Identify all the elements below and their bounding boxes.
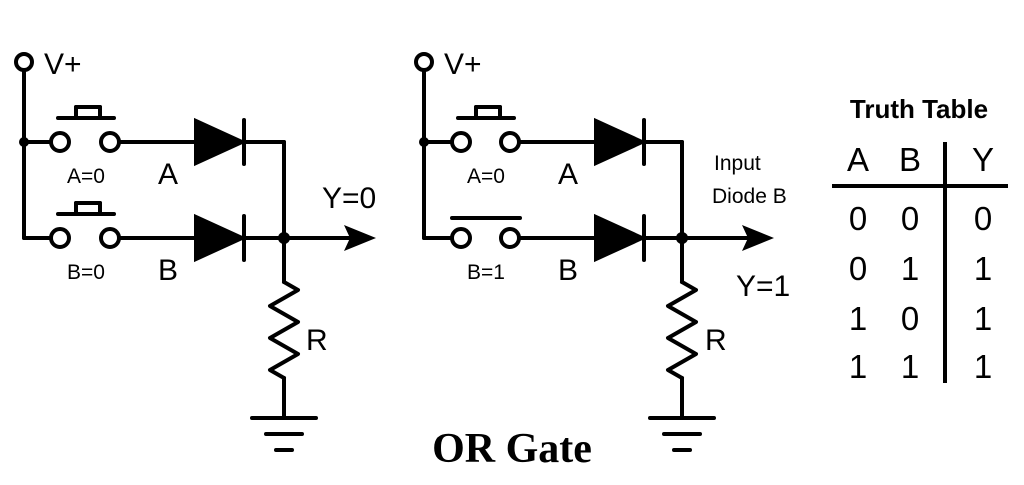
truth-table-cell: 0: [849, 200, 867, 237]
right-output-arrow: [742, 225, 774, 251]
diagram-caption: OR Gate: [432, 426, 592, 472]
truth-table-cell: 1: [974, 250, 992, 287]
left-switch-a-contact-2: [99, 131, 121, 153]
right-circuit: [414, 52, 774, 452]
right-supply-label: V+: [444, 48, 482, 81]
truth-table-cell: 0: [901, 300, 919, 337]
right-output-label: Y=1: [736, 270, 790, 303]
truth-table-header-a: A: [847, 141, 869, 178]
truth-table-header-y: Y: [972, 141, 994, 178]
right-diode-b: [594, 213, 647, 263]
left-diode-b-label: B: [158, 254, 178, 287]
right-switch-a-label: A=0: [467, 165, 505, 188]
left-diode-b: [194, 213, 247, 263]
left-resistor-label: R: [306, 324, 328, 357]
right-diode-a-label: A: [558, 158, 578, 191]
right-resistor-label: R: [705, 324, 727, 357]
right-ground-symbol: [648, 416, 716, 452]
right-resistor: [666, 280, 698, 380]
right-switch-b-contact-2: [499, 227, 521, 249]
right-switch-b-contact-1: [450, 227, 472, 249]
truth-table-header-b: B: [899, 141, 921, 178]
left-supply-label: V+: [44, 48, 82, 81]
truth-table-cell: 1: [901, 250, 919, 287]
left-diode-a-label: A: [158, 158, 178, 191]
left-switch-b-button: [56, 201, 116, 216]
truth-table-cell: 1: [901, 348, 919, 385]
right-switch-a-contact-1: [450, 131, 472, 153]
truth-table-cell: 0: [901, 200, 919, 237]
truth-table: Truth Table A B Y 0 0 0 0 1 1 1 0 1 1 1 …: [832, 94, 1008, 385]
right-switch-a-button: [456, 105, 516, 120]
left-output-label: Y=0: [322, 182, 376, 215]
left-circuit: [14, 52, 376, 452]
left-diode-a: [194, 117, 247, 167]
truth-table-cell: 0: [974, 200, 992, 237]
right-diode-a: [594, 117, 647, 167]
left-switch-b-contact-1: [49, 227, 71, 249]
right-note-line1: Input: [714, 152, 761, 175]
right-diode-b-label: B: [558, 254, 578, 287]
right-note-line2: Diode B: [712, 185, 787, 208]
truth-table-cell: 0: [849, 250, 867, 287]
left-ground-symbol: [250, 416, 318, 452]
left-switch-b-label: B=0: [67, 261, 105, 284]
left-output-arrow: [344, 225, 376, 251]
truth-table-cell: 1: [974, 300, 992, 337]
left-switch-a-button: [56, 105, 116, 120]
right-switch-b-label: B=1: [467, 261, 505, 284]
truth-table-cell: 1: [849, 300, 867, 337]
truth-table-cell: 1: [974, 348, 992, 385]
right-switch-a-contact-2: [499, 131, 521, 153]
left-switch-a-contact-1: [49, 131, 71, 153]
left-switch-a-label: A=0: [67, 165, 105, 188]
left-switch-b-contact-2: [99, 227, 121, 249]
left-supply-terminal: [14, 52, 34, 72]
truth-table-title: Truth Table: [850, 94, 988, 124]
truth-table-cell: 1: [849, 348, 867, 385]
right-supply-terminal: [414, 52, 434, 72]
left-resistor: [268, 280, 300, 380]
